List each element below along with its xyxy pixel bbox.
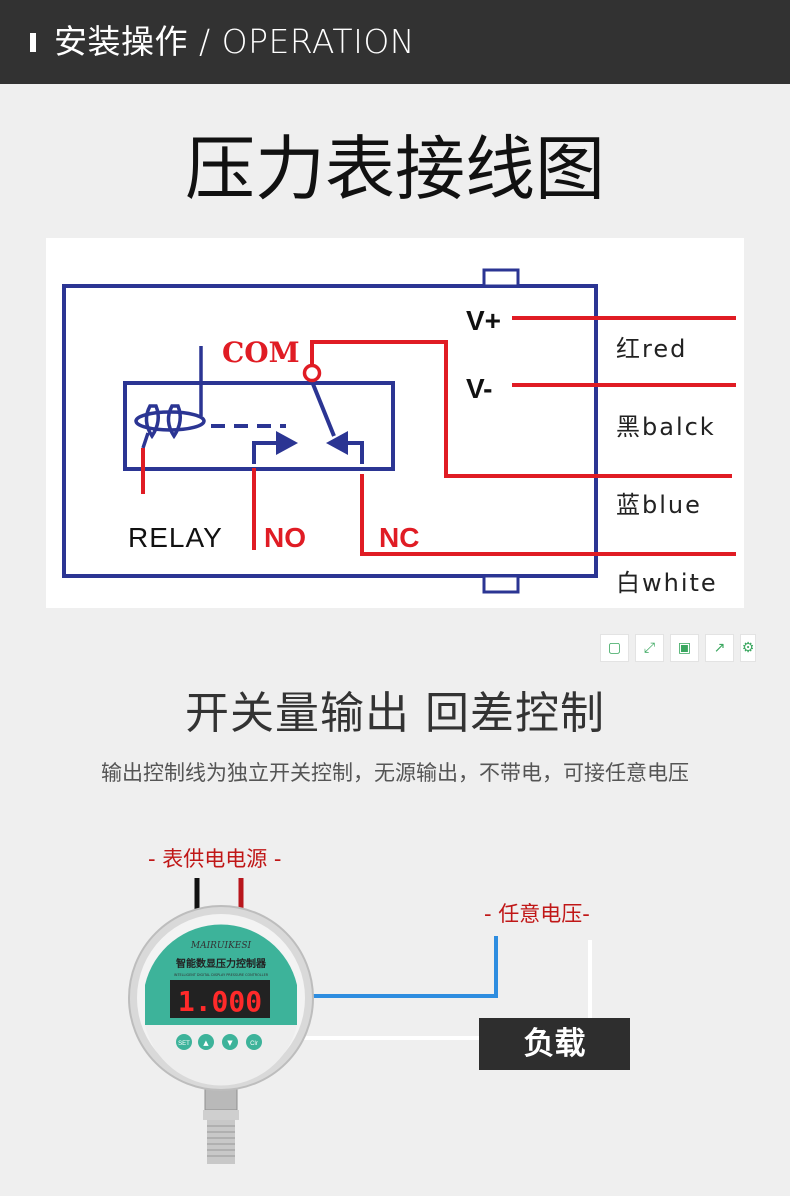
top-tab bbox=[482, 268, 520, 288]
wiring-diagram: COM RELAY NO NC V+ V- 红red 黑balck 蓝blue … bbox=[62, 268, 736, 597]
header-accent-bar bbox=[30, 33, 36, 52]
no-contact bbox=[252, 431, 298, 464]
down-button-label: ▼ bbox=[227, 1039, 233, 1047]
set-button-label: SET bbox=[178, 1041, 190, 1047]
section-header: 安装操作 / OPERATION bbox=[0, 0, 790, 84]
wire-red-label: 红red bbox=[616, 335, 687, 363]
gauge-name-en: INTELLIGENT DIGITAL DISPLAY PRESSURE CON… bbox=[174, 973, 269, 977]
gauge-brand: MAIRUIKESI bbox=[190, 941, 252, 951]
clr-button[interactable] bbox=[246, 1034, 262, 1050]
up-button[interactable] bbox=[198, 1034, 214, 1050]
power-supply-label: - 表供电电源 - bbox=[148, 847, 282, 871]
nc-label: NC bbox=[379, 522, 419, 553]
relay-coil bbox=[134, 346, 206, 449]
section-title: 开关量输出 回差控制 bbox=[185, 688, 605, 739]
image-toolbar: ▢ ⤢ ▣ ↗ ⚙ bbox=[600, 634, 756, 662]
down-button[interactable] bbox=[222, 1034, 238, 1050]
copy-icon[interactable]: ▢ bbox=[600, 634, 629, 662]
gauge-name: 智能数显压力控制器 bbox=[176, 957, 267, 970]
gauge-reading: 1.000 bbox=[178, 985, 262, 1018]
load-box: 负载 bbox=[479, 1018, 630, 1070]
any-voltage-label: - 任意电压- bbox=[484, 902, 590, 926]
com-label: COM bbox=[222, 336, 300, 369]
page-title: 压力表接线图 bbox=[185, 128, 605, 210]
up-button-label: ▲ bbox=[203, 1039, 209, 1047]
clr-button-label: Clr bbox=[250, 1041, 258, 1047]
v-minus-label: V- bbox=[466, 373, 492, 404]
relay-box bbox=[123, 381, 395, 471]
gauge-wiring-illustration: 1.000 MAIRUIKESI 智能数显压力控制器 INTELLIGENT D… bbox=[128, 878, 592, 1164]
header-title: 安装操作 / OPERATION bbox=[54, 22, 415, 61]
set-button[interactable] bbox=[176, 1034, 192, 1050]
wire-white-label: 白white bbox=[616, 569, 718, 597]
wire-blue-label: 蓝blue bbox=[616, 491, 702, 519]
gauge-thread bbox=[207, 1120, 235, 1164]
expand-icon[interactable]: ⤢ bbox=[635, 634, 664, 662]
settings-icon[interactable]: ⚙ bbox=[740, 634, 756, 662]
share-icon[interactable]: ↗ bbox=[705, 634, 734, 662]
switch-arm bbox=[311, 383, 336, 437]
no-label: NO bbox=[264, 522, 306, 553]
com-terminal bbox=[302, 363, 322, 383]
signal-wire-blue bbox=[300, 936, 498, 998]
wire-black-label: 黑balck bbox=[616, 413, 716, 441]
housing-frame bbox=[62, 284, 598, 578]
bottom-tab bbox=[482, 574, 520, 594]
relay-label: RELAY bbox=[128, 522, 223, 553]
nc-contact bbox=[326, 431, 364, 464]
v-plus-label: V+ bbox=[466, 305, 501, 336]
save-icon[interactable]: ▣ bbox=[670, 634, 699, 662]
red-wires bbox=[141, 316, 736, 556]
pressure-gauge: 1.000 MAIRUIKESI 智能数显压力控制器 INTELLIGENT D… bbox=[128, 905, 314, 1164]
section-subtitle: 输出控制线为独立开关控制，无源输出，不带电，可接任意电压 bbox=[101, 761, 689, 785]
